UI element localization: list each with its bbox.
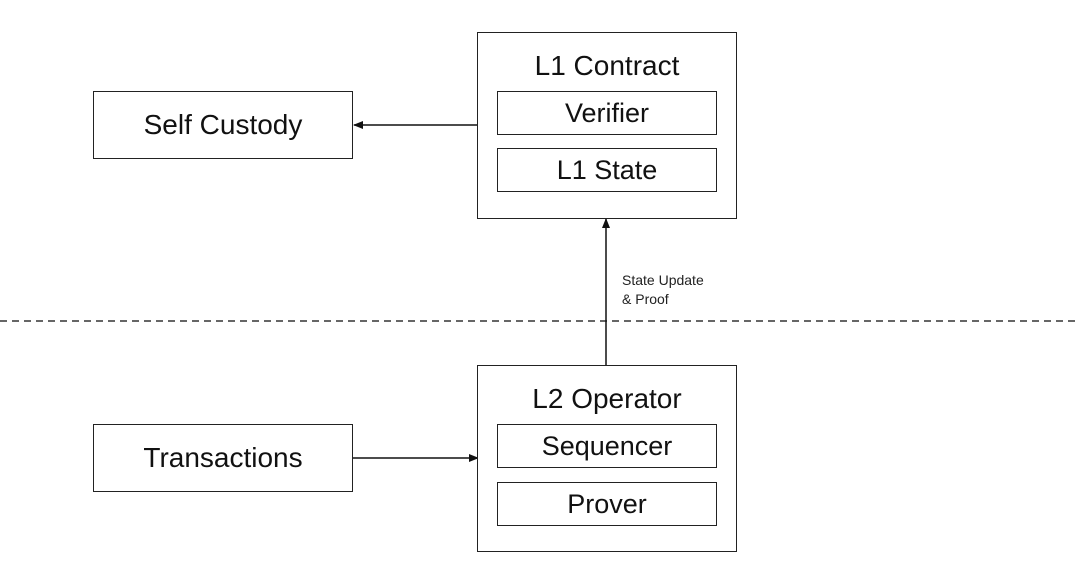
state-update-text: State Update bbox=[622, 272, 704, 288]
proof-text: & Proof bbox=[622, 291, 669, 307]
l2-operator-title: L2 Operator bbox=[532, 383, 682, 414]
l1-contract-box: L1 Contract Verifier L1 State bbox=[477, 32, 737, 219]
l1-state-box: L1 State bbox=[497, 148, 717, 192]
sequencer-box: Sequencer bbox=[497, 424, 717, 468]
transactions-label: Transactions bbox=[143, 442, 303, 473]
prover-box: Prover bbox=[497, 482, 717, 526]
sequencer-label: Sequencer bbox=[541, 430, 673, 461]
self-custody-label: Self Custody bbox=[143, 109, 303, 140]
l1-state-label: L1 State bbox=[556, 154, 658, 185]
verifier-label: Verifier bbox=[564, 97, 650, 128]
self-custody-box: Self Custody bbox=[93, 91, 353, 159]
state-update-proof-label: State Update & Proof bbox=[622, 271, 704, 309]
l2-operator-box: L2 Operator Sequencer Prover bbox=[477, 365, 737, 552]
verifier-box: Verifier bbox=[497, 91, 717, 135]
transactions-box: Transactions bbox=[93, 424, 353, 492]
l1-contract-title: L1 Contract bbox=[534, 50, 680, 81]
prover-label: Prover bbox=[567, 488, 647, 519]
